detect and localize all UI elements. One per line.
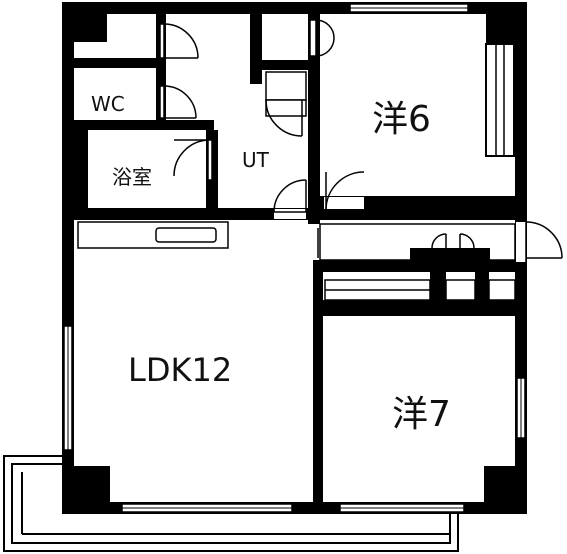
room-ut-label: UT (242, 148, 269, 172)
windows (63, 3, 526, 513)
balcony (3, 455, 459, 552)
room-wc-label: WC (91, 92, 125, 116)
room-bath-label: 浴室 (112, 165, 152, 189)
doors (159, 19, 563, 262)
room-ldk-label: LDK12 (128, 351, 233, 389)
interior-walls (74, 14, 526, 502)
room-western6-label: 洋6 (372, 99, 431, 140)
fixture-lines (77, 221, 516, 301)
room-western7-label: 洋7 (392, 394, 451, 435)
